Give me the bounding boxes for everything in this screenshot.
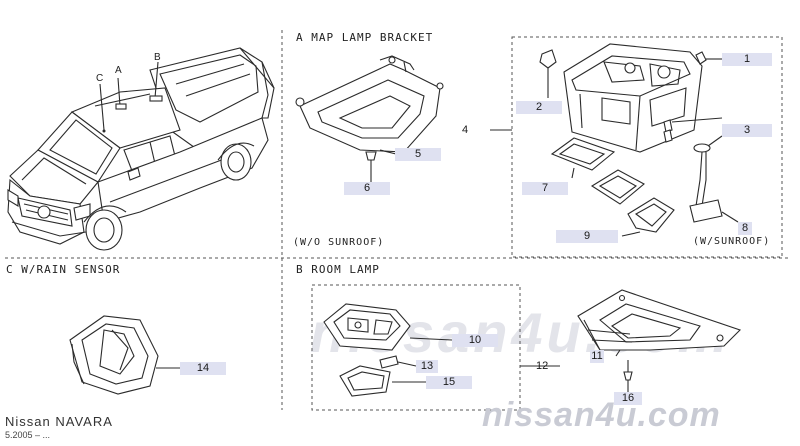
map-lamp-assembly-drawing <box>490 43 739 237</box>
callout-part-11[interactable]: 11 <box>590 350 604 363</box>
sunroof-note: (W/SUNROOF) <box>693 236 771 247</box>
callout-part-12[interactable]: 12 <box>536 360 549 372</box>
callout-part-13[interactable]: 13 <box>416 360 438 373</box>
map-lamp-bracket-drawing <box>295 55 444 182</box>
room-lamp-bracket-drawing <box>577 289 742 392</box>
panel-dividers <box>5 30 790 410</box>
map-lamp-group-box <box>511 36 783 258</box>
room-lamp-group-box <box>311 284 521 411</box>
section-note-a: (W/O SUNROOF) <box>293 237 385 248</box>
callout-part-2[interactable]: 2 <box>516 101 562 114</box>
rain-sensor-cover-drawing <box>69 315 180 395</box>
room-lamp-drawing <box>323 303 560 397</box>
callout-part-14[interactable]: 14 <box>180 362 226 375</box>
section-title-a: A MAP LAMP BRACKET <box>296 31 434 44</box>
callout-part-8[interactable]: 8 <box>738 222 752 235</box>
callout-part-9[interactable]: 9 <box>556 230 618 243</box>
vehicle-label-b: B <box>154 52 161 63</box>
pickup-truck-drawing <box>7 47 275 251</box>
callout-part-16[interactable]: 16 <box>614 392 642 405</box>
callout-part-15[interactable]: 15 <box>426 376 472 389</box>
callout-part-1[interactable]: 1 <box>722 53 772 66</box>
callout-part-6[interactable]: 6 <box>344 182 390 195</box>
callout-part-10[interactable]: 10 <box>452 334 498 347</box>
watermark-bottom-right: nissan4u.com <box>482 396 721 434</box>
callout-part-5[interactable]: 5 <box>395 148 441 161</box>
callout-part-3[interactable]: 3 <box>722 124 772 137</box>
callout-part-4[interactable]: 4 <box>462 124 469 136</box>
callout-part-7[interactable]: 7 <box>522 182 568 195</box>
vehicle-label-a: A <box>115 65 122 76</box>
footer-date: 5.2005 – ... <box>5 430 51 440</box>
section-title-b: B ROOM LAMP <box>296 263 380 276</box>
footer-model: Nissan NAVARA <box>5 414 113 429</box>
vehicle-label-c: C <box>96 73 104 84</box>
section-title-c: C W/RAIN SENSOR <box>6 263 121 276</box>
